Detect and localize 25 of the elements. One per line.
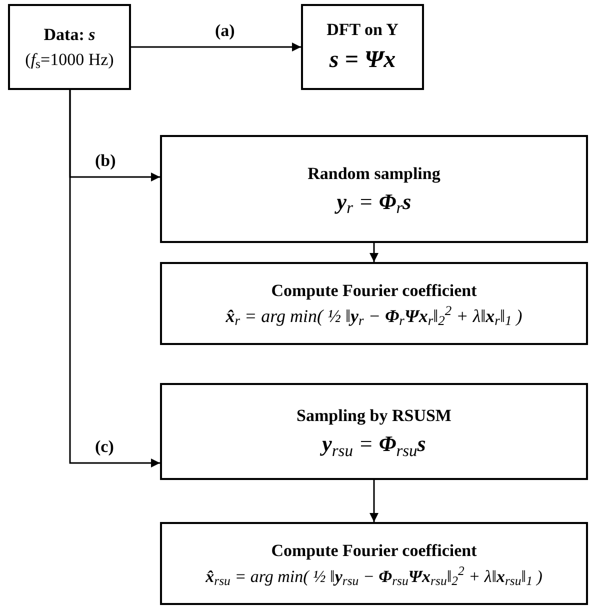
formula: x̂$_{r}$ = arg min( ½ ‖y$_{r}$ − Φ$_{r}$Ψx$_{r}$‖$_{2}$$^{2}$ + λ‖x$_{r}$‖$_{1}$ ) — [226, 304, 522, 328]
process-box — [160, 135, 588, 243]
arrow — [131, 42, 301, 52]
box-title: DFT on Y — [326, 19, 398, 41]
process-box — [301, 4, 424, 90]
process-box — [160, 383, 588, 480]
formula: y$_{r}$ = Φ$_{r}$s — [336, 188, 412, 216]
box-title: Compute Fourier coefficient — [271, 540, 477, 562]
edge-label: (a) — [215, 22, 235, 39]
edge-label: (c) — [95, 438, 114, 455]
formula: (f$_{s}$=1000 Hz) — [25, 49, 114, 70]
formula: x̂$_{rsu}$ = arg min( ½ ‖y$_{rsu}$ − Φ$_{rsu}$Ψx$_{rsu}$‖$_{2}$$^{2}$ + λ‖x$_{rsu}$‖$_{1}$ ) — [206, 566, 542, 587]
formula: s = Ψx — [329, 46, 396, 75]
box-title: Sampling by RSUSM — [296, 405, 452, 426]
box-title: Random sampling — [308, 162, 440, 184]
process-box — [160, 522, 588, 605]
arrow — [370, 243, 378, 262]
edge-label: (b) — [95, 152, 116, 169]
box-title: Compute Fourier coefficient — [271, 280, 477, 301]
arrow — [370, 480, 378, 522]
arrow — [69, 90, 160, 468]
formula: y$_{rsu}$ = Φ$_{rsu}$s — [322, 430, 426, 458]
process-box — [8, 4, 131, 90]
process-box — [160, 262, 588, 345]
box-title: Data: s — [44, 24, 96, 45]
